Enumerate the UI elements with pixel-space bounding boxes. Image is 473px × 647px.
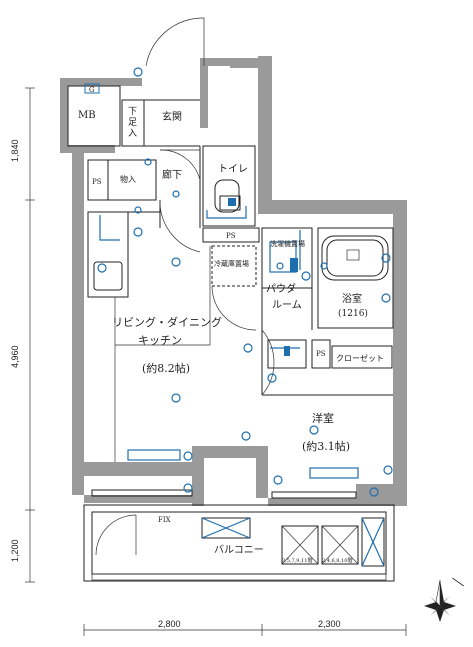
ldk-label-2: キッチン: [138, 334, 182, 347]
gas-meter-label: G: [89, 86, 95, 94]
washer-label: 洗濯機置場: [270, 239, 305, 248]
electric-outlet-icon: [97, 67, 393, 497]
ldk-label-3: (約8.2帖): [142, 361, 190, 375]
western-room-label-1: 洋室: [312, 411, 334, 425]
bath-label-2: (1216): [338, 308, 368, 319]
door-swings: [95, 17, 275, 556]
unit-floor-label-1: 3,5,7,9,11階: [282, 557, 312, 564]
exterior-walls: [60, 56, 407, 506]
bath-label-1: 浴室: [342, 292, 362, 305]
fixtures: [93, 179, 389, 567]
ldk-label-1: リビング・ダイニング: [112, 315, 222, 329]
dimension-lines: [25, 87, 407, 636]
room-labels: G MB 下足入 玄関 PS 物入 廊下 トイレ PS 洗濯機置場 冷蔵庫置場 …: [78, 83, 384, 564]
toilet-label: トイレ: [218, 164, 248, 175]
unit-floor-label-2: 2,4,6,8,10階: [322, 557, 352, 564]
ps-label-2: PS: [226, 232, 236, 240]
shoe-cabinet-label: 下足入: [128, 107, 137, 139]
hallway-label: 廊下: [162, 168, 182, 181]
ps-label-1: PS: [92, 178, 102, 186]
dimension-v3: 1,200: [10, 539, 20, 562]
fridge-label: 冷蔵庫置場: [214, 259, 249, 268]
dimension-v1: 1,840: [10, 139, 20, 162]
western-room-label-2: (約3.1帖): [302, 439, 350, 453]
balcony-label: バルコニー: [214, 544, 264, 556]
compass-star-icon: [424, 577, 464, 622]
powder-room-label-1: パウダー: [266, 282, 306, 295]
ps-label-3: PS: [316, 350, 326, 358]
mb-label: MB: [78, 110, 96, 121]
fix-window-label: FIX: [158, 516, 171, 524]
closet-label: クローゼット: [336, 353, 384, 363]
storage-label: 物入: [120, 174, 136, 184]
entrance-label: 玄関: [162, 110, 182, 123]
dimension-v2: 4,960: [10, 345, 20, 368]
powder-room-label-2: ルーム: [272, 299, 302, 311]
dimension-h2: 2,300: [318, 619, 341, 629]
dimension-h1: 2,800: [158, 619, 181, 629]
interior-partitions: [67, 85, 395, 582]
